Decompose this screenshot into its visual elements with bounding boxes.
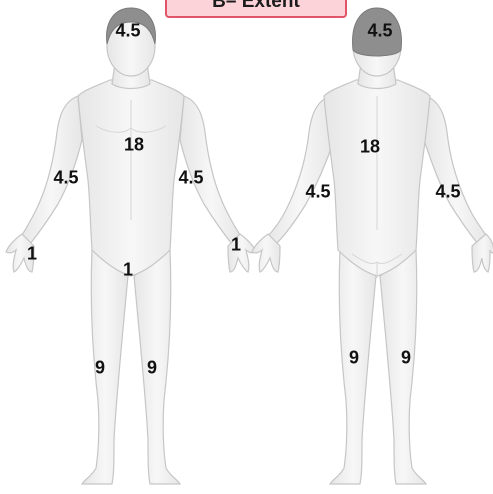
back-left-leg-label: 9 <box>349 348 359 369</box>
front-left-hand-label: 1 <box>231 235 241 256</box>
back-right-leg-label: 9 <box>401 348 411 369</box>
front-head-label: 4.5 <box>115 21 140 42</box>
front-left-leg-label: 9 <box>147 358 157 379</box>
back-right-arm-label: 4.5 <box>435 182 460 203</box>
back-arm-left <box>266 96 334 244</box>
front-left-arm-label: 4.5 <box>178 168 203 189</box>
title-text: B– Extent <box>167 0 345 12</box>
title-banner: B– Extent <box>165 0 347 18</box>
front-right-hand-label: 1 <box>27 244 37 265</box>
back-arm-right <box>424 96 488 244</box>
front-trunk-label: 18 <box>124 135 144 156</box>
back-head-label: 4.5 <box>367 21 392 42</box>
front-right-arm-label: 4.5 <box>53 168 78 189</box>
front-right-leg-label: 9 <box>95 358 105 379</box>
back-left-arm-label: 4.5 <box>305 182 330 203</box>
front-genitals-label: 1 <box>123 260 133 281</box>
front-body-figure <box>6 16 256 484</box>
back-trunk-label: 18 <box>360 137 380 158</box>
back-body-figure <box>252 16 493 484</box>
